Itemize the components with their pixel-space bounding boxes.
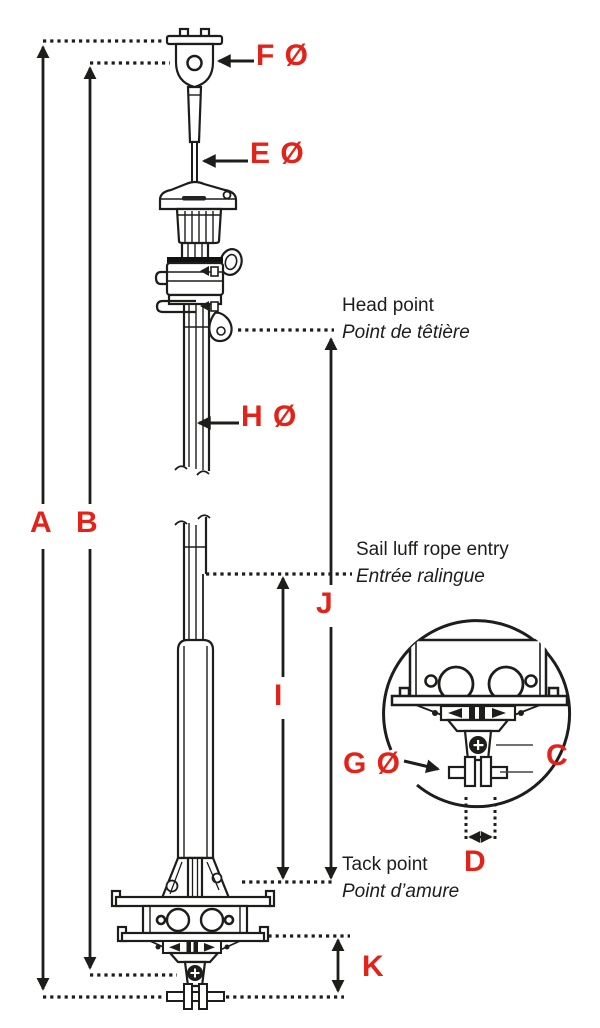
dim-label-g: G Ø <box>343 747 402 780</box>
sail-luff-fr: Entrée ralingue <box>356 565 485 587</box>
bottom-toggle <box>166 983 225 1010</box>
foil-extrusion-upper <box>174 304 211 476</box>
lower-tube <box>176 638 215 860</box>
drum-unit <box>110 889 276 988</box>
foil-extrusion-lower <box>174 514 211 641</box>
head-point-en: Head point <box>342 295 434 316</box>
dim-label-j: J <box>316 587 334 620</box>
dim-label-d: D <box>464 845 487 878</box>
stay-rod <box>191 141 198 187</box>
dim-label-e: E Ø <box>250 137 305 170</box>
tack-point-en: Tack point <box>342 854 428 875</box>
tack-point-fr: Point d’amure <box>342 880 460 902</box>
swivel-dome <box>158 180 238 245</box>
dim-label-h: H Ø <box>241 400 298 433</box>
foil-neck <box>180 243 210 258</box>
annotation-sail-luff: Sail luff rope entry Entrée ralingue <box>356 537 509 590</box>
feeder-cone <box>160 856 231 900</box>
annotation-head-point: Head point Point de têtière <box>342 293 470 346</box>
callout-arrows <box>196 54 441 774</box>
brand-logo <box>182 196 206 201</box>
annotation-tack-point: Tack point Point d’amure <box>342 852 459 905</box>
detail-circle <box>382 619 571 843</box>
halyard-swivel <box>154 248 243 343</box>
dim-label-k: K <box>362 950 385 983</box>
dim-label-i: I <box>274 679 284 712</box>
dim-label-b: B <box>76 506 99 539</box>
dim-label-c: C <box>546 739 569 772</box>
dim-label-f: F Ø <box>256 39 309 72</box>
head-point-fr: Point de têtière <box>342 321 470 343</box>
leader-lines <box>43 39 352 999</box>
dim-label-a: A <box>30 506 53 539</box>
sail-luff-en: Sail luff rope entry <box>356 539 509 560</box>
top-toggle <box>165 27 224 144</box>
